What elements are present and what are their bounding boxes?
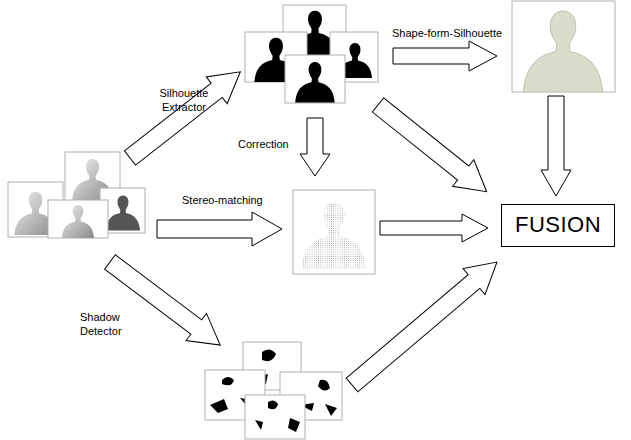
block-arrow xyxy=(541,96,571,196)
block-arrow xyxy=(300,118,330,176)
box-title: FUSION xyxy=(515,212,601,238)
arrow-label: Stereo-matching xyxy=(182,193,263,207)
arrow-label: Silhouette Extractor xyxy=(152,86,216,114)
silhouette-images xyxy=(245,5,378,103)
arrow-label: Correction xyxy=(238,137,289,151)
arrow-label: Shape-form-Silhouette xyxy=(392,26,502,40)
block-arrow xyxy=(393,41,497,71)
point-cloud-image xyxy=(293,190,375,274)
block-arrow xyxy=(120,58,251,171)
block-arrow xyxy=(157,212,282,246)
shadow-images xyxy=(205,342,342,439)
process-box: FUSION xyxy=(501,204,615,247)
visual-hull-image xyxy=(512,1,615,92)
block-arrow xyxy=(100,248,231,358)
arrow-label: Shadow Detector xyxy=(80,310,128,338)
block-arrow xyxy=(367,92,497,205)
block-arrow xyxy=(380,214,488,242)
input-images xyxy=(8,152,145,238)
block-arrow xyxy=(341,249,508,398)
